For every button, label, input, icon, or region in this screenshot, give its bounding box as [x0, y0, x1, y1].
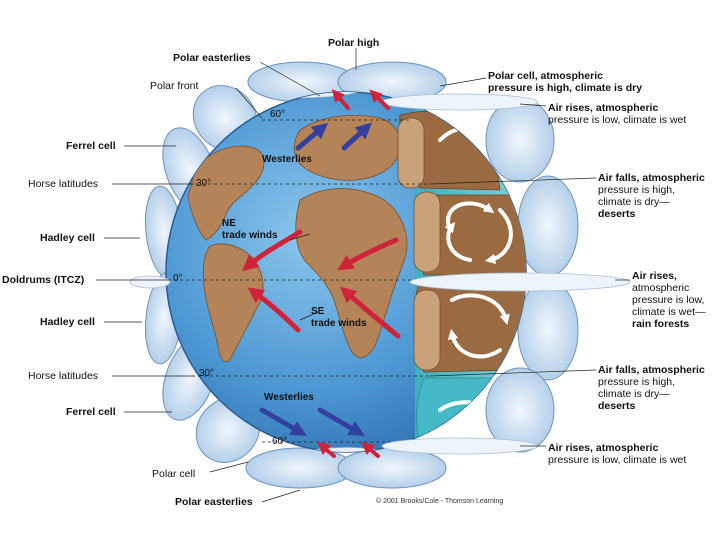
- label-right-2a: Air rises, atmospheric: [548, 102, 659, 114]
- label-hadley-cell-bottom: Hadley cell: [40, 316, 95, 328]
- label-right-3b: pressure is high,: [598, 184, 676, 196]
- westerly-arrow-bottom-2: [317, 407, 365, 437]
- label-horse-latitudes-bottom: Horse latitudes: [28, 370, 99, 382]
- polar-easterly-arrow-4: [361, 441, 380, 458]
- label-polar-front: Polar front: [150, 80, 199, 92]
- lat-label-eq: 0°: [173, 273, 183, 284]
- lat-label-s60: 60°: [272, 436, 288, 447]
- label-se-trade-1: SE: [311, 306, 325, 317]
- label-ferrel-cell-top: Ferrel cell: [66, 140, 116, 152]
- cloud-s60: [381, 437, 539, 455]
- label-polar-cell-bottom: Polar cell: [152, 468, 196, 480]
- ne-trade-arrow-2: [337, 237, 399, 271]
- label-right-5d: deserts: [598, 400, 636, 412]
- label-polar-easterlies-bottom: Polar easterlies: [175, 496, 253, 508]
- copyright: © 2001 Brooks/Cole - Thomson Learning: [376, 498, 504, 505]
- label-right-3d: deserts: [598, 208, 636, 220]
- cloud-eq-left: [129, 275, 171, 289]
- label-right-5c: climate is dry—: [598, 388, 670, 400]
- label-ne-trade-1: NE: [222, 218, 236, 229]
- label-right-6a: Air rises, atmospheric: [548, 442, 659, 454]
- label-right-1a: Polar cell, atmospheric: [488, 70, 603, 82]
- label-right-2b: pressure is low, climate is wet: [548, 114, 687, 126]
- label-westerlies-bottom: Westerlies: [264, 392, 314, 403]
- label-westerlies-top: Westerlies: [262, 154, 312, 165]
- label-right-4d: climate is wet—: [632, 306, 706, 318]
- se-trade-arrow-1: [247, 287, 301, 333]
- label-right-6b: pressure is low, climate is wet: [548, 454, 687, 466]
- right-cell-4: [485, 367, 555, 453]
- latitude-lines: [168, 119, 430, 443]
- right-cell-3: [517, 279, 579, 381]
- right-cell-2: [517, 175, 579, 277]
- label-hadley-cell-top: Hadley cell: [40, 232, 95, 244]
- north-america: [187, 145, 265, 241]
- cloud-n60: [381, 93, 539, 111]
- label-right-4a: Air rises,: [632, 270, 677, 282]
- wind-arrows: [241, 89, 401, 458]
- westerly-arrow-top-1: [295, 122, 329, 151]
- label-right-5b: pressure is high,: [598, 376, 676, 388]
- ne-trade-arrow-1: [241, 229, 303, 272]
- label-right-1b: pressure is high, climate is dry: [488, 82, 643, 94]
- label-se-trade-2: trade winds: [311, 318, 367, 329]
- label-right-4e: rain forests: [632, 318, 690, 330]
- lat-label-n60: 60°: [270, 109, 286, 120]
- label-ne-trade-2: trade winds: [222, 230, 278, 241]
- se-trade-arrow-2: [339, 286, 401, 339]
- label-right-4c: pressure is low,: [632, 294, 705, 306]
- label-horse-latitudes-top: Horse latitudes: [28, 178, 99, 190]
- lat-label-s30: 30°: [199, 368, 215, 379]
- clouds: [129, 93, 631, 455]
- label-right-5a: Air falls, atmospheric: [598, 364, 705, 376]
- label-polar-high: Polar high: [328, 37, 380, 49]
- label-right-4b: atmospheric: [632, 282, 690, 294]
- polar-cell-bottom-right: [337, 447, 447, 489]
- polar-easterly-arrow-1: [331, 89, 350, 110]
- right-cell-column: [485, 97, 579, 453]
- label-ferrel-cell-bottom: Ferrel cell: [66, 406, 116, 418]
- africa: [295, 188, 408, 358]
- polar-easterly-arrow-2: [369, 89, 390, 110]
- polar-easterly-arrow-3: [317, 441, 336, 458]
- westerly-arrow-top-2: [341, 122, 372, 151]
- label-polar-easterlies-top: Polar easterlies: [173, 52, 251, 64]
- right-cell-1: [485, 97, 555, 183]
- lat-label-n30: 30°: [196, 178, 212, 189]
- label-doldrums: Doldrums (ITCZ): [2, 274, 85, 286]
- leader-lines: [96, 48, 630, 503]
- cloud-eq: [409, 272, 631, 292]
- label-right-3c: climate is dry—: [598, 196, 670, 208]
- label-right-3a: Air falls, atmospheric: [598, 172, 705, 184]
- westerly-arrow-bottom-1: [259, 407, 307, 437]
